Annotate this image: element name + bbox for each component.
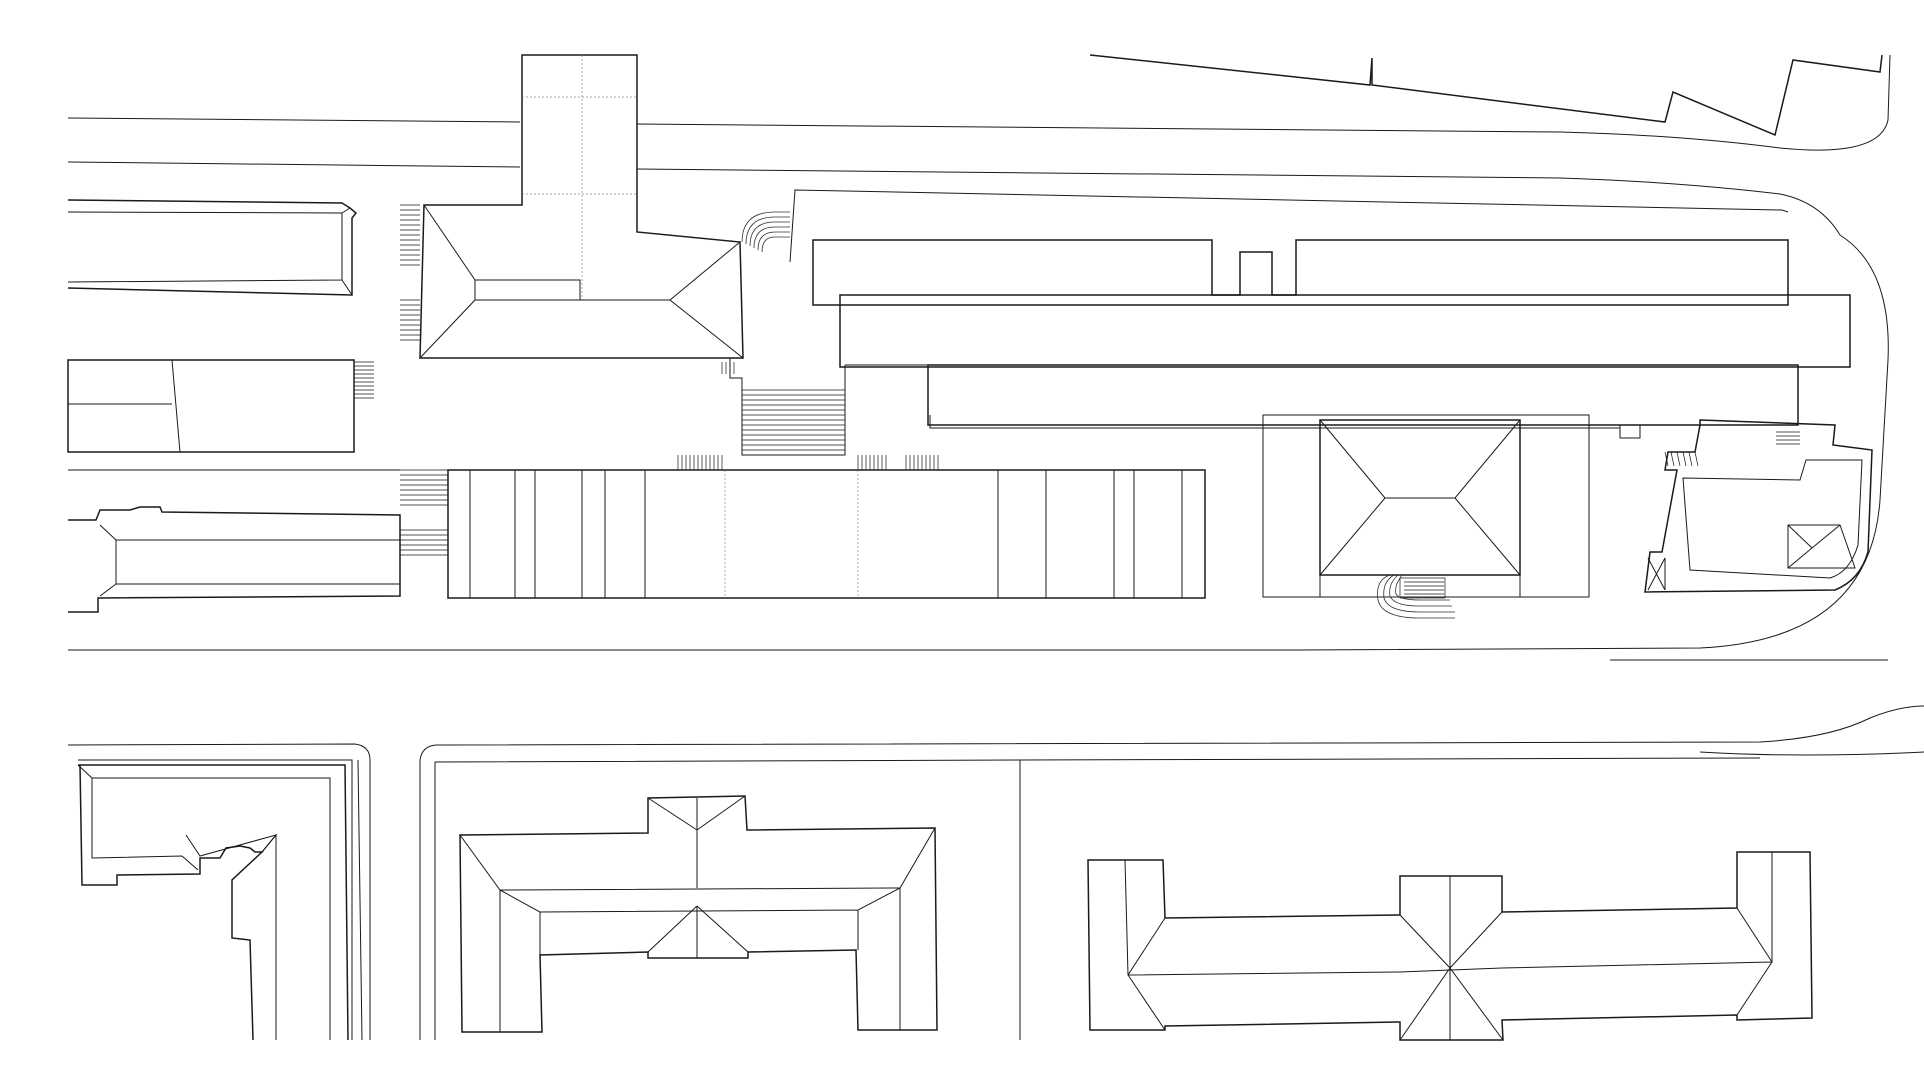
small-steps-south xyxy=(721,362,735,374)
east-corner-building xyxy=(1644,419,1873,593)
building-row-3-ridge xyxy=(99,524,400,597)
left-row-buildings xyxy=(67,199,401,613)
central-stairs xyxy=(742,389,845,451)
north-building-outline xyxy=(1089,54,1883,137)
south-central-bays xyxy=(469,470,1183,598)
central-long-building xyxy=(729,189,1851,456)
south-central-building xyxy=(400,455,1206,599)
curb-lower-street-inner xyxy=(1699,751,1924,756)
lower-center-building xyxy=(459,795,938,1033)
pavilion-spiral-stair xyxy=(1377,574,1455,619)
long-building-south-step xyxy=(845,364,1620,429)
pavilion-side-lines xyxy=(1319,575,1521,597)
lower-left-roof-lines xyxy=(77,764,331,1040)
east-building-stairs xyxy=(1664,431,1800,467)
sidewalk-left-2 xyxy=(78,759,353,1040)
east-building-corner-x xyxy=(1647,557,1666,591)
lower-right-center-star xyxy=(1399,876,1504,1041)
curb-top-left-inner xyxy=(67,161,521,168)
pavilion-roof xyxy=(1319,419,1521,576)
building-row-1-ridge xyxy=(67,211,343,283)
lower-left-building xyxy=(77,764,349,1041)
east-building-inner xyxy=(1682,459,1863,579)
stairs-row-2 xyxy=(354,361,374,399)
lower-center-outline xyxy=(459,795,938,1033)
sidewalk-mid-2 xyxy=(1019,757,1761,761)
building-row-2-divider xyxy=(171,359,181,453)
sidewalk-left-1 xyxy=(357,759,363,1041)
south-central-outline xyxy=(447,469,1206,599)
curb-upper-street xyxy=(636,54,1891,151)
north-building-edge xyxy=(1089,54,1883,137)
l-building-outline xyxy=(419,54,744,359)
central-stairs-frame xyxy=(729,358,846,456)
south-central-entry-steps xyxy=(677,455,939,470)
curb-top-left-outer xyxy=(67,117,521,123)
lower-center-gable xyxy=(647,795,749,958)
pavilion-steps xyxy=(1404,581,1444,595)
stairs-west-of-l-building xyxy=(400,204,420,341)
building-row-2-outline xyxy=(67,359,355,453)
l-building-roof-lines xyxy=(419,204,744,359)
pavilion-base xyxy=(1262,414,1590,598)
lower-center-roof xyxy=(459,827,936,1032)
west-stairs xyxy=(400,469,448,556)
building-row-3-outline xyxy=(68,506,401,613)
east-building-roof-square xyxy=(1787,524,1856,569)
east-building-outline xyxy=(1644,419,1873,593)
lower-left-outline xyxy=(78,764,349,1041)
lower-right-outline xyxy=(1087,851,1813,1041)
spiral-stair-north xyxy=(741,211,790,253)
building-row-1-hip xyxy=(341,207,353,296)
street-curbs xyxy=(67,54,1924,1041)
lower-left-hip xyxy=(185,834,278,857)
lower-right-building xyxy=(1087,851,1813,1041)
l-shaped-building xyxy=(400,54,744,374)
courtyard-boundary xyxy=(789,189,1789,263)
curb-main-street-north xyxy=(636,168,1889,651)
pavilion-roof-hips xyxy=(1319,419,1521,576)
pavilion-building xyxy=(1262,414,1590,619)
long-building-annex xyxy=(1619,425,1641,439)
sidewalk-mid-1 xyxy=(434,759,1021,1040)
curb-lower-street-north xyxy=(67,743,371,1040)
lower-right-roof xyxy=(1124,852,1773,1031)
long-building-central-block xyxy=(839,294,1851,368)
long-building-south-wing xyxy=(927,364,1799,426)
curb-lower-street-north-2 xyxy=(419,705,1924,1040)
